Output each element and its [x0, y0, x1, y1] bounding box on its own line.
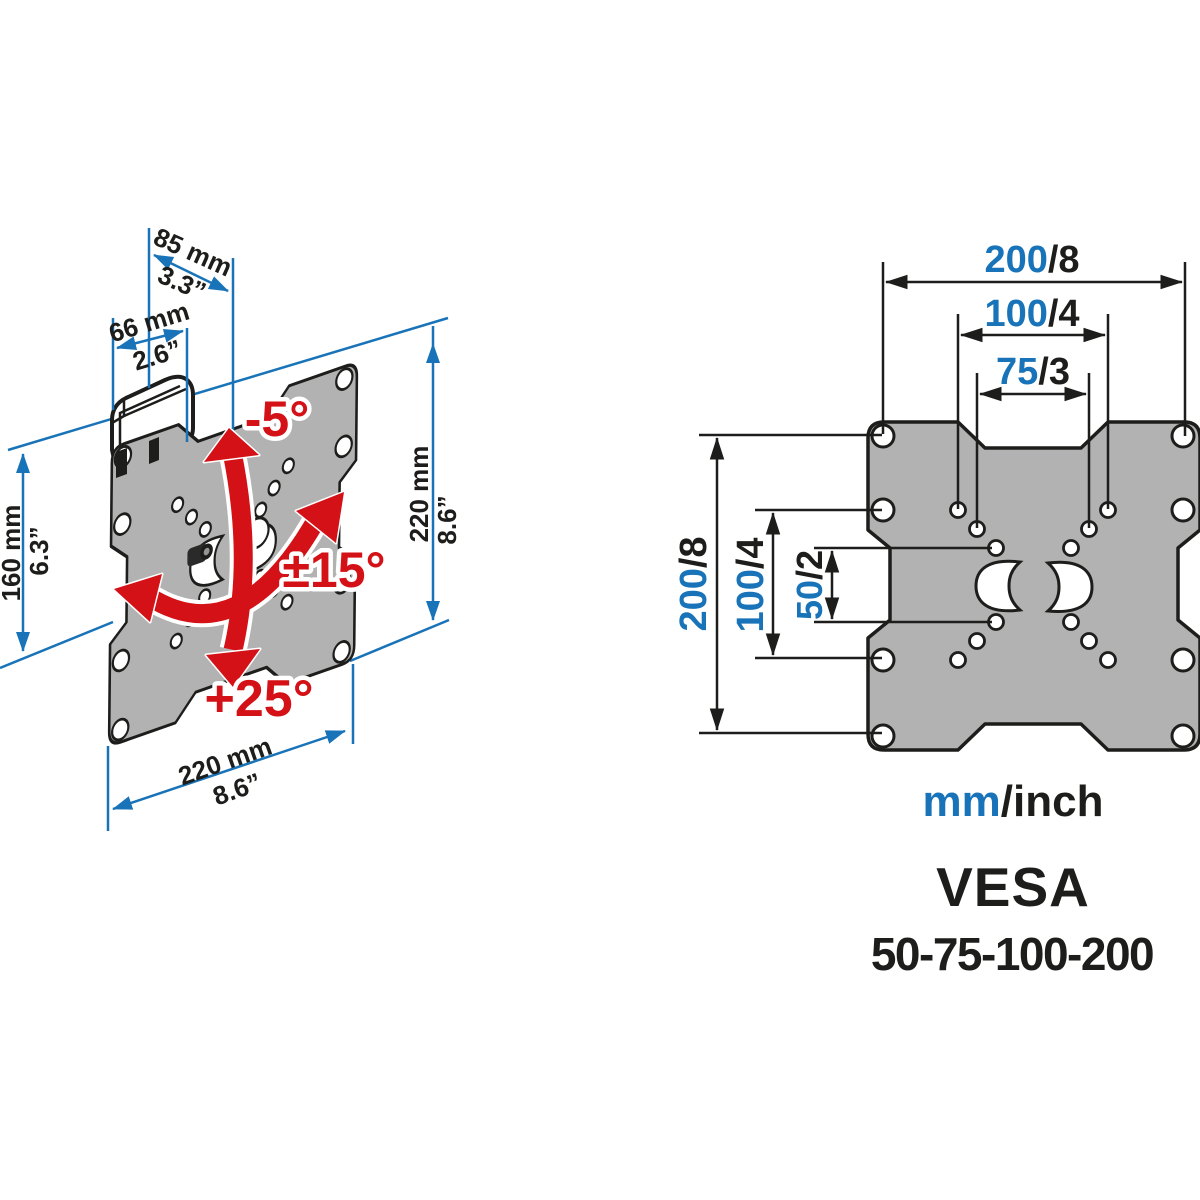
dim-75-3-label: 75/3: [996, 351, 1070, 393]
perspective-view: 85 mm 3.3” 66 mm 2.6” 160 mm 6.3” 220 mm…: [0, 222, 462, 831]
dim-v-100-4-label: 100/4: [730, 537, 772, 632]
tilt-arrow-shaft: [222, 450, 253, 653]
dim-v-50-2-label: 50/2: [789, 550, 830, 620]
dim-vertical-100: 100/4: [730, 508, 882, 660]
extension-line-bottom-right: [349, 618, 450, 663]
dim-v-200-8-label: 200/8: [673, 536, 715, 631]
dim-label-mm: 160 mm: [0, 505, 26, 602]
dim-horizontal-75: 75/3: [975, 351, 1091, 528]
dim-plate-height-220mm: 220 mm 8.6”: [404, 326, 462, 622]
dim-200-8-label: 200/8: [984, 239, 1079, 281]
pivot-screw-center: [203, 547, 210, 556]
dim-label-inch: 8.6”: [432, 495, 462, 544]
clamp-hook-right: [149, 437, 159, 464]
tilt-up-angle-label: -5°: [245, 391, 309, 447]
dim-label-inch: 6.3”: [24, 526, 54, 575]
front-plate: [866, 420, 1200, 752]
swivel-angle-label: ±15°: [282, 542, 385, 598]
dim-vertical-200: 200/8: [673, 433, 882, 735]
dimension-line: [116, 328, 184, 351]
dimension-line: [153, 253, 229, 293]
dim-horizontal-100: 100/4: [956, 293, 1110, 509]
clamp-hook-left: [116, 448, 127, 478]
bracket-bevel-2: [118, 384, 181, 446]
motion-arrows: [112, 426, 346, 689]
dim-100-4-label: 100/4: [984, 293, 1079, 335]
extension-line-top-plane: [7, 316, 449, 452]
tilt-down-arrowhead: [204, 647, 262, 689]
swivel-left-arrowhead: [112, 572, 164, 624]
dim-vertical-50: 50/2: [789, 546, 992, 624]
tilt-up-arrowhead: [202, 426, 261, 464]
vesa-title: VESA: [936, 856, 1090, 918]
swivel-right-arrowhead: [294, 490, 346, 545]
swivel-arrow-shaft: [142, 512, 327, 624]
vesa-sizes: 50-75-100-200: [871, 928, 1153, 980]
front-view: 200/8 100/4 75/3 200/8 100/4: [673, 239, 1200, 980]
dim-horizontal-200: 200/8: [881, 239, 1187, 436]
units-label: mm/inch: [923, 777, 1104, 826]
extension-line-bottom-left: [0, 620, 114, 670]
bracket-bevel-3: [123, 387, 187, 418]
dimension-line: [112, 729, 346, 811]
dim-height-160mm: 160 mm 6.3”: [0, 452, 54, 653]
tilt-down-angle-label: +25°: [204, 670, 313, 728]
dim-label-mm: 220 mm: [404, 446, 434, 543]
